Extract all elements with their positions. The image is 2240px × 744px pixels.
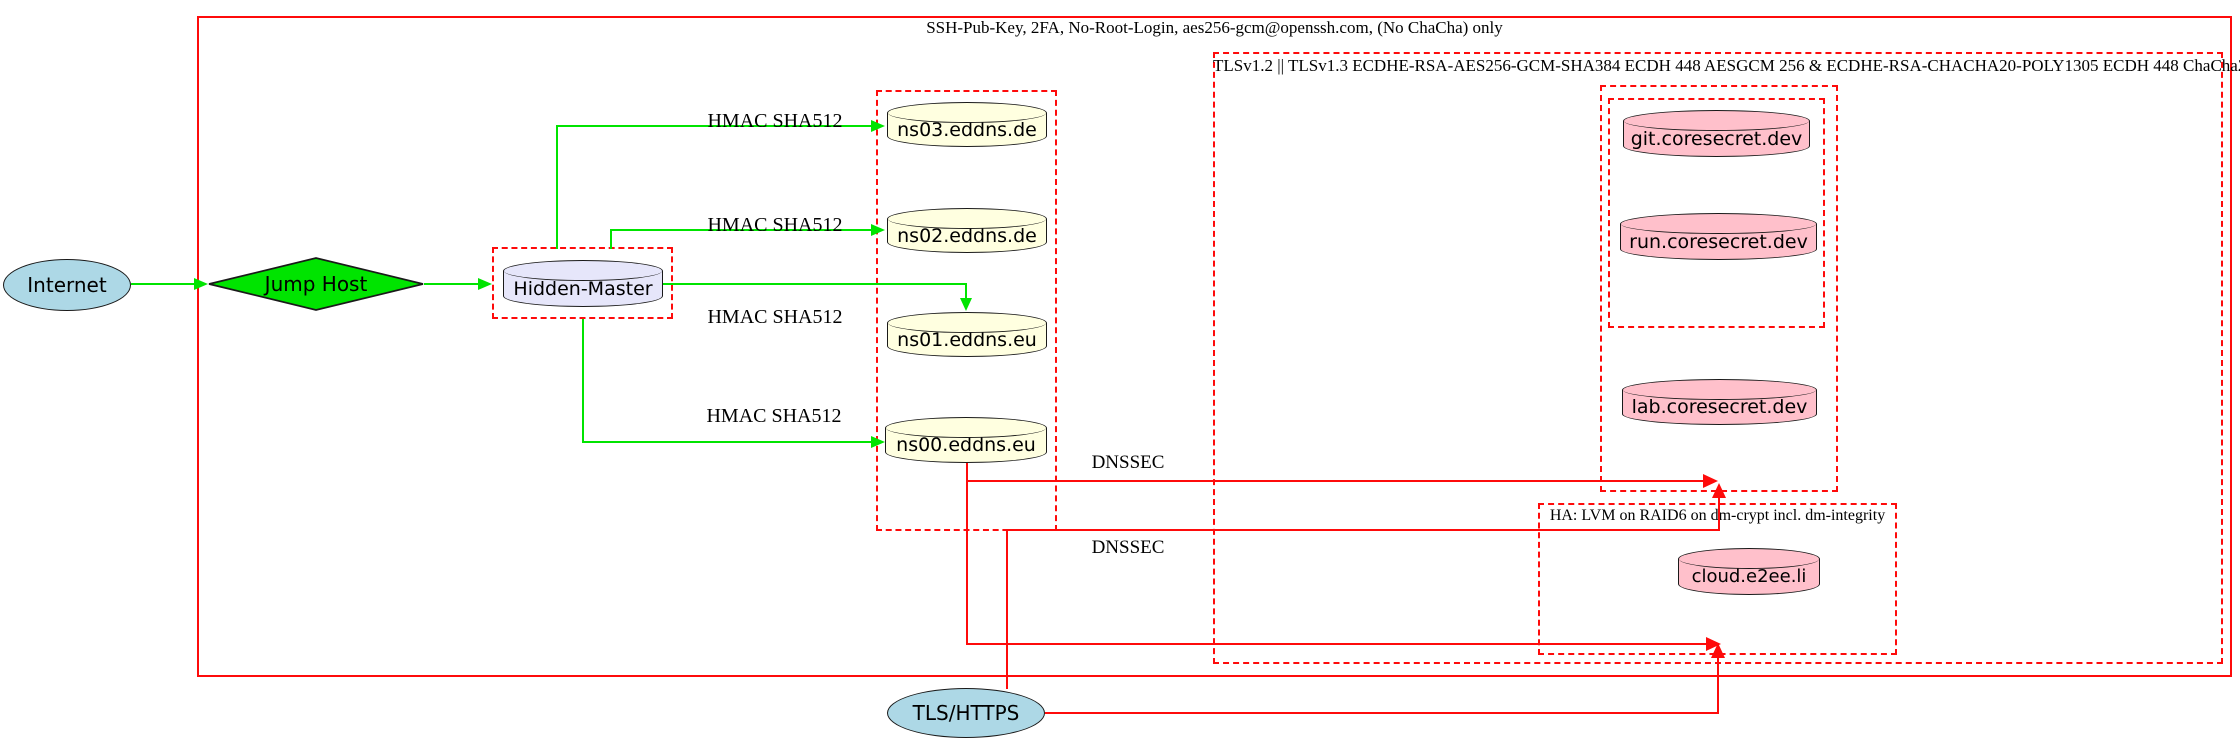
edge-tls-ha-h bbox=[1045, 712, 1719, 714]
ns01-node: ns01.eddns.eu bbox=[887, 312, 1047, 357]
ns00-node-label: ns00.eddns.eu bbox=[896, 434, 1036, 456]
hidden-master-node: Hidden-Master bbox=[503, 260, 663, 307]
ns02-node-label: ns02.eddns.de bbox=[897, 224, 1037, 247]
hmac-label-ns02: HMAC SHA512 bbox=[707, 214, 843, 236]
edge-dnssec-ha-h bbox=[966, 643, 1707, 645]
tls-https-node-label: TLS/HTTPS bbox=[912, 701, 1020, 725]
ns00-node: ns00.eddns.eu bbox=[885, 417, 1047, 463]
git-node-label: git.coresecret.dev bbox=[1630, 127, 1803, 150]
run-node-label: run.coresecret.dev bbox=[1629, 230, 1808, 253]
edge-jumphost-hiddenmaster bbox=[424, 283, 478, 285]
edge-internet-jumphost bbox=[131, 283, 195, 285]
edge-tls-coresecret-v1 bbox=[1006, 530, 1008, 689]
edge-hm-ns03-h bbox=[556, 125, 872, 127]
cloud-node: cloud.e2ee.li bbox=[1678, 548, 1820, 595]
dnssec-label-1: DNSSEC bbox=[1091, 452, 1165, 473]
ssh-cluster-box bbox=[197, 16, 2232, 677]
edge-tls-ha-v bbox=[1717, 657, 1719, 714]
edge-hm-ns03-v bbox=[556, 125, 558, 249]
edge-dnssec-coresecret-v bbox=[966, 463, 968, 645]
tls-cluster-label: TLSv1.2 || TLSv1.3 ECDHE-RSA-AES256-GCM-… bbox=[1213, 56, 2240, 75]
ha-cluster-label: HA: LVM on RAID6 on dm-crypt incl. dm-in… bbox=[1549, 507, 1886, 524]
edge-hm-ns01-h bbox=[663, 283, 967, 285]
arrowhead-right bbox=[871, 224, 885, 236]
ns03-node: ns03.eddns.de bbox=[887, 102, 1047, 147]
arrowhead-right bbox=[871, 120, 885, 132]
ssh-cluster-label: SSH-Pub-Key, 2FA, No-Root-Login, aes256-… bbox=[926, 18, 1503, 37]
lab-node-label: lab.coresecret.dev bbox=[1631, 396, 1808, 418]
edge-hm-ns02-v bbox=[610, 229, 612, 249]
hmac-label-ns00: HMAC SHA512 bbox=[706, 405, 842, 427]
arrowhead-right bbox=[478, 278, 492, 290]
jump-host-node-label: Jump Host bbox=[264, 272, 368, 296]
internet-node: Internet bbox=[3, 259, 131, 311]
arrowhead-down bbox=[960, 298, 972, 311]
lab-node: lab.coresecret.dev bbox=[1622, 379, 1817, 425]
hmac-label-ns01: HMAC SHA512 bbox=[707, 306, 843, 328]
edge-hm-ns02-h bbox=[610, 229, 872, 231]
arrowhead-right bbox=[871, 436, 885, 448]
cloud-node-label: cloud.e2ee.li bbox=[1691, 566, 1807, 587]
edge-tls-coresecret-h bbox=[1006, 529, 1720, 531]
edge-hm-ns00-h bbox=[582, 441, 872, 443]
coresecret-inner-box bbox=[1608, 98, 1825, 328]
run-node: run.coresecret.dev bbox=[1620, 213, 1817, 260]
git-node: git.coresecret.dev bbox=[1623, 110, 1810, 157]
edge-hm-ns00-v bbox=[582, 319, 584, 443]
ns01-node-label: ns01.eddns.eu bbox=[897, 328, 1037, 351]
ns02-node: ns02.eddns.de bbox=[887, 208, 1047, 253]
hmac-label-ns03: HMAC SHA512 bbox=[707, 110, 843, 132]
ns03-node-label: ns03.eddns.de bbox=[897, 118, 1037, 141]
arrowhead-up bbox=[1711, 643, 1725, 658]
edge-dnssec-coresecret-h bbox=[966, 480, 1704, 482]
arrowhead-up bbox=[1712, 483, 1726, 498]
internet-node-label: Internet bbox=[27, 273, 107, 297]
dnssec-label-2: DNSSEC bbox=[1091, 537, 1165, 558]
diamond-shape bbox=[208, 257, 424, 311]
edge-hm-ns01-v bbox=[965, 283, 967, 299]
jump-host-node: Jump Host bbox=[208, 257, 424, 311]
arrowhead-right bbox=[194, 278, 208, 290]
tls-https-node: TLS/HTTPS bbox=[887, 688, 1045, 738]
hidden-master-node-label: Hidden-Master bbox=[513, 277, 653, 300]
edge-tls-coresecret-v2 bbox=[1718, 497, 1720, 531]
